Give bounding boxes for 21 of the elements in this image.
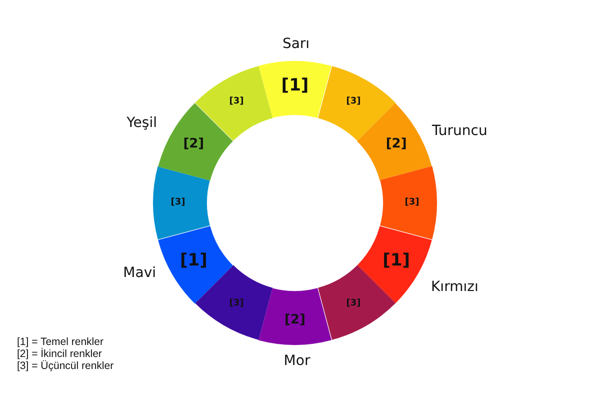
segment-number: [1]: [281, 78, 309, 94]
segment-number: [3]: [229, 300, 244, 309]
segment-number: [2]: [183, 138, 204, 151]
segment-number: [2]: [386, 138, 407, 151]
segment-number: [3]: [346, 97, 361, 106]
color-name-label: Sarı: [282, 36, 310, 52]
segment-number: [1]: [180, 252, 208, 270]
segment-number: [3]: [404, 198, 420, 208]
color-name-label: Mavi: [123, 264, 156, 282]
key-text: [1] = Temel renkler: [17, 337, 104, 348]
segment-number: [2]: [284, 313, 306, 326]
color-name-label: Yeşil: [126, 114, 157, 132]
segment-number: [3]: [346, 300, 361, 309]
segment-number: [3]: [229, 97, 244, 106]
key-text: [2] = İkincil renkler: [17, 349, 102, 360]
segment-number: [1]: [382, 252, 410, 270]
color-name-label: Turuncu: [432, 122, 488, 140]
color-name-label: Kırmızı: [431, 278, 478, 296]
segment-number: [3]: [170, 198, 186, 208]
key-text: [3] = Üçüncül renkler: [17, 361, 114, 373]
color-name-label: Mor: [284, 352, 310, 370]
